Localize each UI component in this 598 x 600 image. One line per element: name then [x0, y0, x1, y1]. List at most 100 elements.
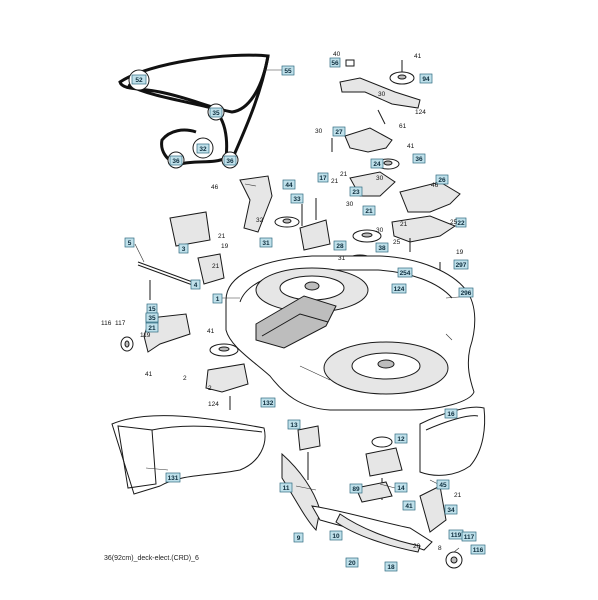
- spindles-blades: [281, 425, 463, 569]
- callout-41: 41: [402, 500, 416, 511]
- svg-text:17: 17: [319, 175, 327, 182]
- svg-text:33: 33: [293, 196, 301, 203]
- callout-3: 3: [178, 243, 189, 254]
- svg-text:21: 21: [331, 178, 339, 185]
- callout-52: 52: [131, 74, 147, 85]
- svg-text:89: 89: [352, 486, 360, 493]
- svg-text:34: 34: [447, 507, 455, 514]
- svg-text:297: 297: [456, 262, 467, 269]
- svg-text:35: 35: [212, 110, 220, 117]
- discharge-chute: [111, 415, 266, 495]
- svg-text:22: 22: [457, 220, 465, 227]
- svg-text:116: 116: [473, 547, 484, 554]
- svg-text:27: 27: [335, 129, 343, 136]
- svg-text:61: 61: [399, 123, 407, 130]
- svg-text:25: 25: [393, 239, 401, 246]
- svg-text:131: 131: [168, 475, 179, 482]
- callout-13: 13: [287, 419, 301, 430]
- svg-text:21: 21: [454, 492, 462, 499]
- callout-21: 21: [362, 205, 376, 216]
- callout-11: 11: [279, 482, 293, 493]
- callout-38: 38: [375, 242, 389, 253]
- svg-text:4: 4: [194, 282, 198, 289]
- callout-296: 296: [458, 287, 474, 298]
- drive-belt: [118, 53, 270, 169]
- callout-35b: 35: [145, 312, 159, 323]
- callout-14: 14: [394, 482, 408, 493]
- svg-text:55: 55: [284, 68, 292, 75]
- callout-56: 56: [329, 57, 341, 68]
- svg-text:40: 40: [333, 51, 341, 58]
- plain-callouts: 40 41 124 61 30 30 41 21 46 21 30 46 32 …: [101, 51, 464, 552]
- callout-23: 23: [349, 186, 363, 197]
- callout-35: 35: [209, 107, 223, 118]
- callout-1: 1: [212, 293, 223, 304]
- svg-text:52: 52: [135, 77, 143, 84]
- svg-text:21: 21: [340, 171, 348, 178]
- svg-text:10: 10: [332, 533, 340, 540]
- svg-text:124: 124: [415, 109, 426, 116]
- svg-text:24: 24: [373, 161, 381, 168]
- svg-text:116: 116: [101, 320, 112, 327]
- svg-text:21: 21: [365, 208, 373, 215]
- callout-15: 15: [146, 303, 158, 314]
- svg-text:23: 23: [352, 189, 360, 196]
- callout-116: 116: [470, 544, 486, 555]
- callout-124: 124: [391, 283, 407, 294]
- leader-lines: [134, 69, 460, 553]
- boxed-callouts: 52 55 35 36 32 36 56 94 27 36 24 23 26 2…: [124, 57, 486, 572]
- callout-44: 44: [282, 179, 296, 190]
- svg-text:26: 26: [438, 177, 446, 184]
- svg-text:21: 21: [400, 221, 408, 228]
- svg-text:31: 31: [338, 255, 346, 262]
- callout-89: 89: [349, 483, 363, 494]
- svg-text:117: 117: [115, 320, 126, 327]
- svg-text:18: 18: [387, 564, 395, 571]
- svg-text:56: 56: [331, 60, 339, 67]
- callout-45: 45: [436, 479, 450, 490]
- svg-text:254: 254: [400, 270, 411, 277]
- callout-34: 34: [444, 504, 458, 515]
- svg-text:296: 296: [461, 290, 472, 297]
- svg-text:30: 30: [315, 128, 323, 135]
- callout-117: 117: [461, 531, 477, 542]
- svg-text:117: 117: [464, 534, 475, 541]
- callout-20b: 20: [345, 557, 359, 568]
- svg-text:41: 41: [145, 371, 153, 378]
- callout-18: 18: [384, 561, 398, 572]
- callout-16: 16: [444, 408, 458, 419]
- svg-text:14: 14: [397, 485, 405, 492]
- svg-text:41: 41: [407, 143, 415, 150]
- svg-text:38: 38: [378, 245, 386, 252]
- svg-text:21: 21: [218, 233, 226, 240]
- svg-text:124: 124: [208, 401, 219, 408]
- svg-text:46: 46: [211, 184, 219, 191]
- svg-text:2: 2: [183, 375, 187, 382]
- svg-text:36: 36: [415, 156, 423, 163]
- callout-10: 10: [329, 530, 343, 541]
- svg-text:30: 30: [376, 175, 384, 182]
- svg-text:11: 11: [283, 485, 290, 492]
- callout-32: 32: [196, 143, 210, 154]
- diagram-caption: 36(92cm)_deck-elect.(CRD)_6: [104, 555, 199, 562]
- svg-text:32: 32: [199, 146, 207, 153]
- svg-text:36: 36: [226, 158, 234, 165]
- svg-text:30: 30: [376, 227, 384, 234]
- callout-94: 94: [419, 73, 433, 84]
- callout-22: 22: [455, 217, 467, 228]
- svg-text:41: 41: [414, 53, 422, 60]
- callout-4: 4: [190, 279, 201, 290]
- callout-9: 9: [293, 532, 304, 543]
- svg-text:46: 46: [431, 182, 439, 189]
- svg-text:15: 15: [148, 306, 156, 313]
- svg-text:32: 32: [256, 217, 264, 224]
- svg-text:5: 5: [128, 240, 132, 247]
- svg-text:19: 19: [456, 249, 464, 256]
- svg-text:31: 31: [262, 240, 270, 247]
- callout-24: 24: [370, 158, 384, 169]
- callout-131: 131: [165, 472, 181, 483]
- svg-text:16: 16: [447, 411, 455, 418]
- svg-text:8: 8: [438, 545, 442, 552]
